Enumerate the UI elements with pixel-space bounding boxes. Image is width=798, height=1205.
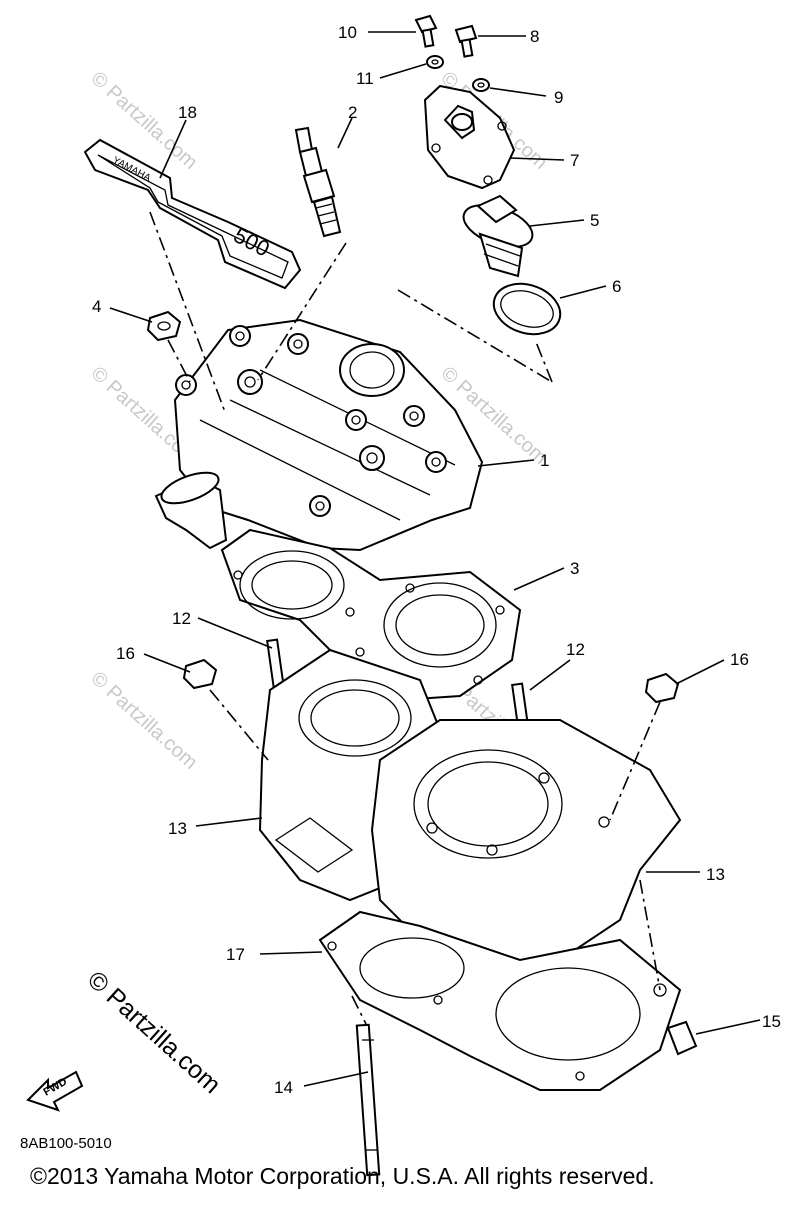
callout-2: 2 bbox=[348, 103, 357, 122]
part-16-nut bbox=[182, 658, 218, 690]
callout-13: 13 bbox=[168, 819, 187, 838]
callout-12: 12 bbox=[172, 609, 191, 628]
part-16-nut bbox=[644, 672, 680, 704]
part-11-washer bbox=[426, 55, 444, 69]
callout-7: 7 bbox=[570, 151, 579, 170]
callouts: 18 2 10 8 11 9 7 5 6 4 1 3 12 16 12 16 1… bbox=[92, 23, 781, 1097]
part-13-cylinder bbox=[370, 719, 682, 982]
part-7-thermostat-cover bbox=[423, 84, 516, 190]
callout-15: 15 bbox=[762, 1012, 781, 1031]
callout-6: 6 bbox=[612, 277, 621, 296]
center-lines bbox=[149, 211, 661, 1025]
callout-1: 1 bbox=[540, 451, 549, 470]
part-4-nut bbox=[146, 310, 182, 342]
callout-16: 16 bbox=[116, 644, 135, 663]
partzilla-watermark: © Partzilla.com bbox=[82, 966, 226, 1100]
callout-11: 11 bbox=[356, 69, 374, 88]
callout-16: 16 bbox=[730, 650, 749, 669]
callout-9: 9 bbox=[554, 88, 563, 107]
part-2-spark-plug bbox=[294, 126, 342, 238]
part-5-thermostat bbox=[462, 194, 534, 278]
part-1-cylinder-head bbox=[154, 318, 484, 552]
callout-18: 18 bbox=[178, 103, 197, 122]
part-10-bolt bbox=[414, 14, 438, 48]
callout-10: 10 bbox=[338, 23, 357, 42]
fwd-arrow-icon: FWD bbox=[26, 1070, 84, 1112]
callout-17: 17 bbox=[226, 945, 245, 964]
callout-13: 13 bbox=[706, 865, 725, 884]
part-15-dowel bbox=[666, 1020, 698, 1056]
part-9-washer bbox=[472, 78, 490, 92]
callout-4: 4 bbox=[92, 297, 101, 316]
part-6-o-ring bbox=[492, 282, 562, 336]
diagram-code: 8AB100-5010 bbox=[20, 1135, 112, 1152]
part-17-base-gasket bbox=[318, 910, 682, 1091]
callout-5: 5 bbox=[590, 211, 599, 230]
callout-3: 3 bbox=[570, 559, 579, 578]
callout-8: 8 bbox=[530, 27, 539, 46]
part-8-bolt bbox=[454, 24, 478, 58]
callout-12: 12 bbox=[566, 640, 585, 659]
watermark: © Partzilla.com bbox=[87, 667, 202, 774]
leader-lines bbox=[109, 31, 761, 1087]
callout-14: 14 bbox=[274, 1078, 293, 1097]
part-3-head-gasket bbox=[220, 528, 522, 702]
part-14-stud bbox=[355, 1023, 381, 1177]
copyright-notice: ©2013 Yamaha Motor Corporation, U.S.A. A… bbox=[30, 1163, 655, 1189]
